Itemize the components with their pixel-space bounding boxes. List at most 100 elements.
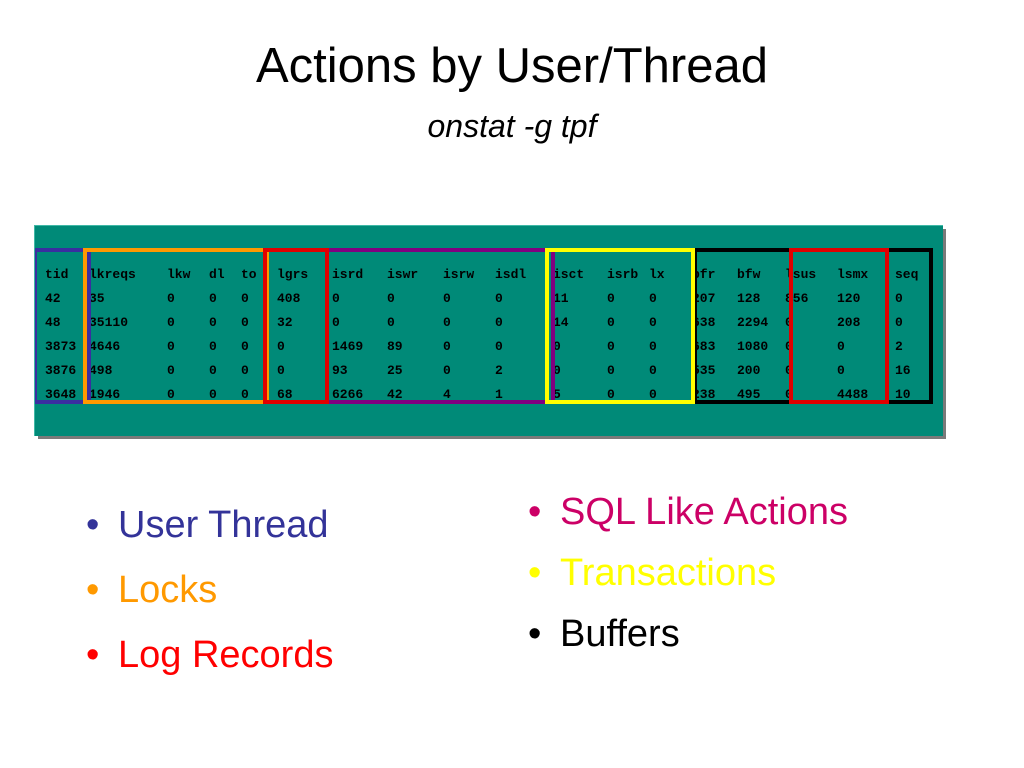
column-header-isrb: isrb bbox=[607, 267, 639, 282]
table-cell: 0 bbox=[495, 339, 503, 354]
column-header-bfr: bfr bbox=[692, 267, 716, 282]
table-cell: 3876 bbox=[45, 363, 77, 378]
table-cell: 0 bbox=[837, 363, 845, 378]
table-cell: 2294 bbox=[737, 315, 769, 330]
table-cell: 0 bbox=[241, 291, 249, 306]
table-cell: 32 bbox=[277, 315, 293, 330]
column-header-isrw: isrw bbox=[443, 267, 475, 282]
column-header-lkreqs: lkreqs bbox=[89, 267, 136, 282]
table-cell: 638 bbox=[692, 315, 716, 330]
table-cell: 93 bbox=[332, 363, 348, 378]
table-cell: 120 bbox=[837, 291, 861, 306]
slide-title: Actions by User/Thread bbox=[256, 39, 768, 93]
table-cell: 0 bbox=[387, 315, 395, 330]
table-cell: 0 bbox=[649, 387, 657, 402]
log-records-box bbox=[263, 248, 329, 404]
table-cell: 0 bbox=[277, 363, 285, 378]
legend-item: •Locks bbox=[78, 568, 333, 633]
table-cell: 0 bbox=[895, 315, 903, 330]
table-cell: 208 bbox=[837, 315, 861, 330]
table-cell: 408 bbox=[277, 291, 301, 306]
column-header-lgrs: lgrs bbox=[277, 267, 309, 282]
legend-item: • Buffers bbox=[520, 612, 848, 673]
column-header-tid: tid bbox=[45, 267, 69, 282]
legend-item: • Transactions bbox=[520, 551, 848, 612]
table-cell: 238 bbox=[692, 387, 716, 402]
table-cell: 0 bbox=[785, 315, 793, 330]
legend-label: User Thread bbox=[118, 504, 329, 546]
table-cell: 0 bbox=[495, 291, 503, 306]
table-cell: 0 bbox=[209, 363, 217, 378]
column-header-isdl: isdl bbox=[495, 267, 527, 282]
table-cell: 4488 bbox=[837, 387, 869, 402]
column-header-to: to bbox=[241, 267, 257, 282]
legend-label: Log Records bbox=[118, 634, 334, 676]
table-cell: 0 bbox=[553, 339, 561, 354]
table-cell: 0 bbox=[607, 387, 615, 402]
table-cell: 0 bbox=[167, 315, 175, 330]
table-cell: 0 bbox=[209, 339, 217, 354]
table-cell: 42 bbox=[387, 387, 403, 402]
table-cell: 0 bbox=[443, 363, 451, 378]
bullet-icon: • bbox=[86, 569, 100, 611]
table-cell: 0 bbox=[167, 387, 175, 402]
table-cell: 3873 bbox=[45, 339, 77, 354]
table-cell: 498 bbox=[89, 363, 113, 378]
legend-label: SQL Like Actions bbox=[560, 491, 848, 533]
bullet-icon: • bbox=[528, 613, 542, 655]
table-cell: 0 bbox=[167, 363, 175, 378]
table-cell: 4 bbox=[443, 387, 451, 402]
table-cell: 1946 bbox=[89, 387, 121, 402]
table-cell: 0 bbox=[241, 387, 249, 402]
table-cell: 207 bbox=[692, 291, 716, 306]
table-cell: 0 bbox=[241, 363, 249, 378]
column-header-lsmx: lsmx bbox=[837, 267, 869, 282]
column-header-lx: lx bbox=[649, 267, 665, 282]
table-cell: 3648 bbox=[45, 387, 77, 402]
table-cell: 0 bbox=[167, 291, 175, 306]
table-cell: 495 bbox=[737, 387, 761, 402]
table-cell: 35 bbox=[89, 291, 105, 306]
column-header-seq: seq bbox=[895, 267, 919, 282]
table-cell: 5 bbox=[553, 387, 561, 402]
legend-list-left: • User Thread •Locks•Log Records bbox=[78, 503, 333, 698]
table-cell: 0 bbox=[895, 291, 903, 306]
table-cell: 0 bbox=[495, 315, 503, 330]
log-space-box bbox=[789, 248, 889, 404]
table-cell: 0 bbox=[553, 363, 561, 378]
table-cell: 535 bbox=[692, 363, 716, 378]
legend-item: •Log Records bbox=[78, 633, 333, 698]
table-cell: 0 bbox=[607, 363, 615, 378]
table-cell: 683 bbox=[692, 339, 716, 354]
bullet-icon: • bbox=[528, 552, 542, 594]
table-cell: 0 bbox=[167, 339, 175, 354]
slide-subtitle: onstat -g tpf bbox=[427, 108, 597, 144]
table-cell: 0 bbox=[332, 315, 340, 330]
column-header-bfw: bfw bbox=[737, 267, 761, 282]
table-cell: 0 bbox=[607, 339, 615, 354]
table-cell: 0 bbox=[607, 315, 615, 330]
table-cell: 16 bbox=[895, 363, 911, 378]
column-header-dl: dl bbox=[209, 267, 225, 282]
table-cell: 0 bbox=[443, 315, 451, 330]
table-cell: 0 bbox=[209, 387, 217, 402]
table-cell: 4646 bbox=[89, 339, 121, 354]
table-cell: 0 bbox=[785, 339, 793, 354]
bullet-icon: • bbox=[528, 491, 542, 533]
table-cell: 6266 bbox=[332, 387, 364, 402]
table-cell: 10 bbox=[895, 387, 911, 402]
legend-label: Transactions bbox=[560, 552, 777, 594]
table-cell: 48 bbox=[45, 315, 61, 330]
table-cell: 0 bbox=[387, 291, 395, 306]
table-cell: 0 bbox=[837, 339, 845, 354]
table-cell: 0 bbox=[241, 315, 249, 330]
user-thread-box bbox=[35, 248, 91, 404]
table-cell: 0 bbox=[241, 339, 249, 354]
legend-label: Buffers bbox=[560, 613, 680, 655]
table-cell: 2 bbox=[895, 339, 903, 354]
table-cell: 0 bbox=[443, 291, 451, 306]
table-cell: 14 bbox=[553, 315, 569, 330]
table-cell: 0 bbox=[277, 339, 285, 354]
table-cell: 35110 bbox=[89, 315, 129, 330]
